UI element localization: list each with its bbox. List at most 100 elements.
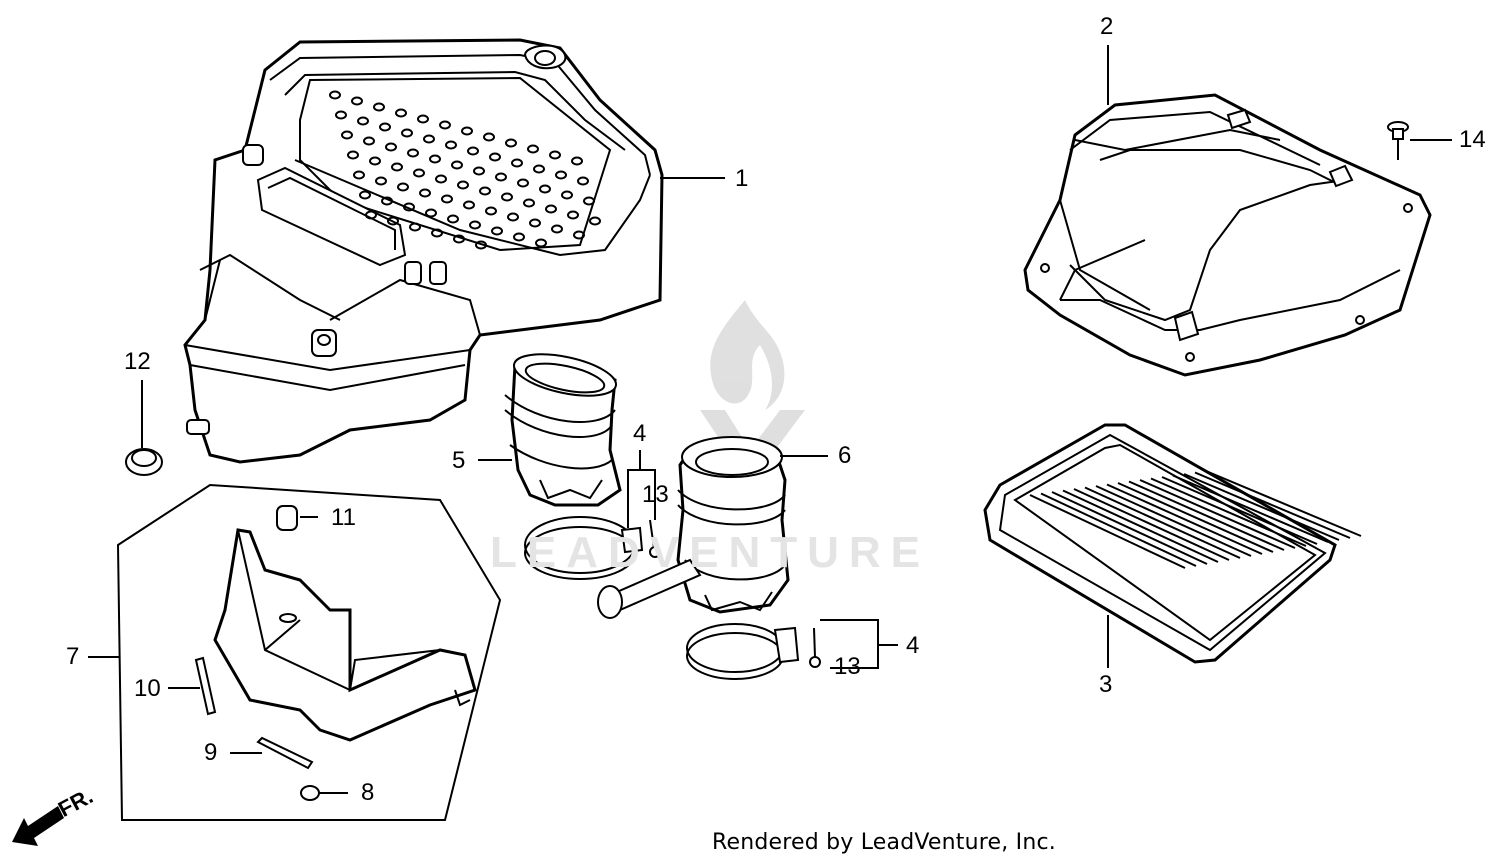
air-filter-element xyxy=(983,423,1362,664)
callout-2: 2 xyxy=(1100,13,1114,40)
callout-13-upper: 13 xyxy=(642,481,669,508)
screen-hole xyxy=(425,208,437,218)
screen-hole xyxy=(445,140,457,150)
screen-hole xyxy=(407,148,419,158)
screen-hole xyxy=(523,198,535,208)
screen-hole xyxy=(561,190,573,200)
tube-band-upper xyxy=(524,516,644,580)
callout-13-lower: 13 xyxy=(834,653,861,680)
screen-hole xyxy=(391,162,403,172)
screen-hole xyxy=(583,196,595,206)
drain-tube-10 xyxy=(194,656,217,716)
screen-hole xyxy=(479,186,491,196)
screen-hole xyxy=(419,188,431,198)
screen-hole xyxy=(571,156,583,166)
filter-pleat xyxy=(1073,488,1230,561)
screen-hole xyxy=(441,194,453,204)
watermark-text: LEADVENTURE xyxy=(490,528,931,577)
screen-hole xyxy=(535,238,547,248)
cap-11 xyxy=(276,505,298,531)
screen-hole xyxy=(403,202,415,212)
callout-4-upper: 4 xyxy=(633,420,647,447)
screen-hole xyxy=(461,126,473,136)
callout-4-lower: 4 xyxy=(906,632,920,659)
screen-hole xyxy=(501,192,513,202)
screw-14 xyxy=(1387,121,1409,160)
footer-credit: Rendered by LeadVenture, Inc. xyxy=(712,830,1056,855)
connecting-tube-2 xyxy=(597,436,790,619)
screen-hole xyxy=(511,158,523,168)
screen-hole xyxy=(489,152,501,162)
screen-hole xyxy=(517,178,529,188)
screen-hole xyxy=(473,166,485,176)
screen-hole xyxy=(495,172,507,182)
screen-hole xyxy=(539,184,551,194)
filter-pleat xyxy=(1029,494,1186,569)
screen-hole xyxy=(329,90,341,100)
screen-hole xyxy=(365,210,377,220)
filter-pleat xyxy=(1161,476,1318,545)
callout-3: 3 xyxy=(1099,671,1113,698)
screen-hole xyxy=(423,134,435,144)
callout-8: 8 xyxy=(361,779,375,806)
filter-pleat xyxy=(1062,489,1219,563)
screen-hole xyxy=(527,144,539,154)
callout-11: 11 xyxy=(331,504,356,531)
leader-lines xyxy=(88,45,1452,794)
filter-pleat xyxy=(1139,479,1296,549)
filter-pleat xyxy=(1172,474,1329,543)
callout-6: 6 xyxy=(838,442,852,469)
screen-hole xyxy=(589,216,601,226)
screen-hole xyxy=(453,234,465,244)
connecting-tube xyxy=(504,353,622,507)
screen-hole xyxy=(357,116,369,126)
screen-hole xyxy=(507,212,519,222)
screen-hole xyxy=(397,182,409,192)
screen-hole xyxy=(447,214,459,224)
filter-pleat xyxy=(1051,491,1208,565)
filter-pleat xyxy=(1150,477,1307,547)
tube-band-lower xyxy=(686,623,800,680)
screen-hole xyxy=(435,174,447,184)
grommet-12 xyxy=(125,448,163,476)
screen-hole xyxy=(577,176,589,186)
screen-hole xyxy=(375,176,387,186)
screw-13-upper xyxy=(649,519,661,558)
screen-hole xyxy=(381,196,393,206)
callout-5: 5 xyxy=(452,447,466,474)
air-cleaner-cover xyxy=(1023,93,1432,377)
air-cleaner-case xyxy=(183,38,664,464)
front-direction-arrow xyxy=(12,806,64,846)
screen-hole xyxy=(491,226,503,236)
screen-hole xyxy=(551,224,563,234)
plug-8 xyxy=(300,785,320,801)
screen-hole xyxy=(431,228,443,238)
screen-hole xyxy=(387,216,399,226)
screen-hole xyxy=(529,218,541,228)
drain-tube-9 xyxy=(256,736,314,770)
screen-hole xyxy=(353,170,365,180)
filter-pleat xyxy=(1106,483,1263,555)
screw-13-lower xyxy=(809,627,821,668)
screen-hole xyxy=(451,160,463,170)
callout-7: 7 xyxy=(66,643,80,670)
watermark-logo xyxy=(700,300,805,470)
screen-hole xyxy=(533,164,545,174)
screen-hole xyxy=(429,154,441,164)
screen-hole xyxy=(463,200,475,210)
screen-hole xyxy=(475,240,487,250)
screen-hole xyxy=(439,120,451,130)
screen-hole xyxy=(373,102,385,112)
screen-hole xyxy=(363,136,375,146)
filter-pleat xyxy=(1183,473,1340,541)
screen-hole xyxy=(483,132,495,142)
screen-hole xyxy=(385,142,397,152)
screen-hole xyxy=(417,114,429,124)
callout-9: 9 xyxy=(204,739,218,766)
air-guide-duct xyxy=(213,528,477,742)
filter-pleat xyxy=(1117,482,1274,553)
screen-hole xyxy=(469,220,481,230)
screen-hole xyxy=(335,110,347,120)
filter-pleat xyxy=(1205,470,1362,537)
